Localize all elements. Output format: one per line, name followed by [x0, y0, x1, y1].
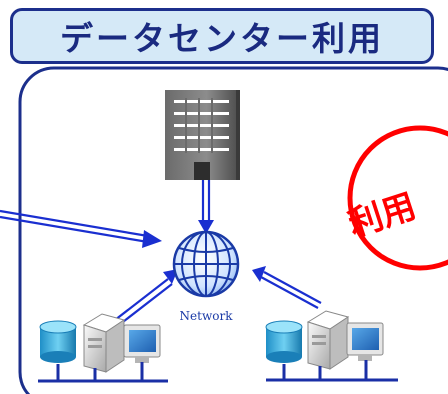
arrow-external-to-network — [0, 209, 149, 244]
stamp-label: 利用 — [344, 186, 421, 245]
arrow-building-to-network — [201, 180, 211, 222]
usage-stamp: 利用 — [344, 125, 448, 271]
monitor-icon — [346, 322, 384, 361]
database-icon — [39, 320, 77, 363]
diagram-title: データセンター利用 — [60, 19, 384, 58]
server-tower-icon — [82, 313, 126, 373]
arrowhead-right — [142, 230, 162, 248]
monitor-icon — [123, 324, 161, 363]
lan-cable — [266, 360, 398, 382]
left-office-group — [38, 313, 168, 383]
lan-cable — [38, 362, 168, 383]
datacenter-frame — [18, 66, 448, 394]
right-office-group — [265, 310, 398, 382]
arrow-left-office-to-network — [114, 278, 173, 326]
arrowhead-down — [198, 220, 214, 234]
network-label: Network — [180, 309, 234, 323]
title-banner: データセンター利用 — [10, 8, 434, 64]
arrowhead-up-left — [252, 266, 266, 282]
database-icon — [265, 320, 303, 363]
globe-icon: Network — [172, 230, 240, 323]
office-building-icon — [165, 90, 240, 180]
server-tower-icon — [306, 310, 350, 370]
arrow-right-office-to-network — [260, 271, 322, 309]
